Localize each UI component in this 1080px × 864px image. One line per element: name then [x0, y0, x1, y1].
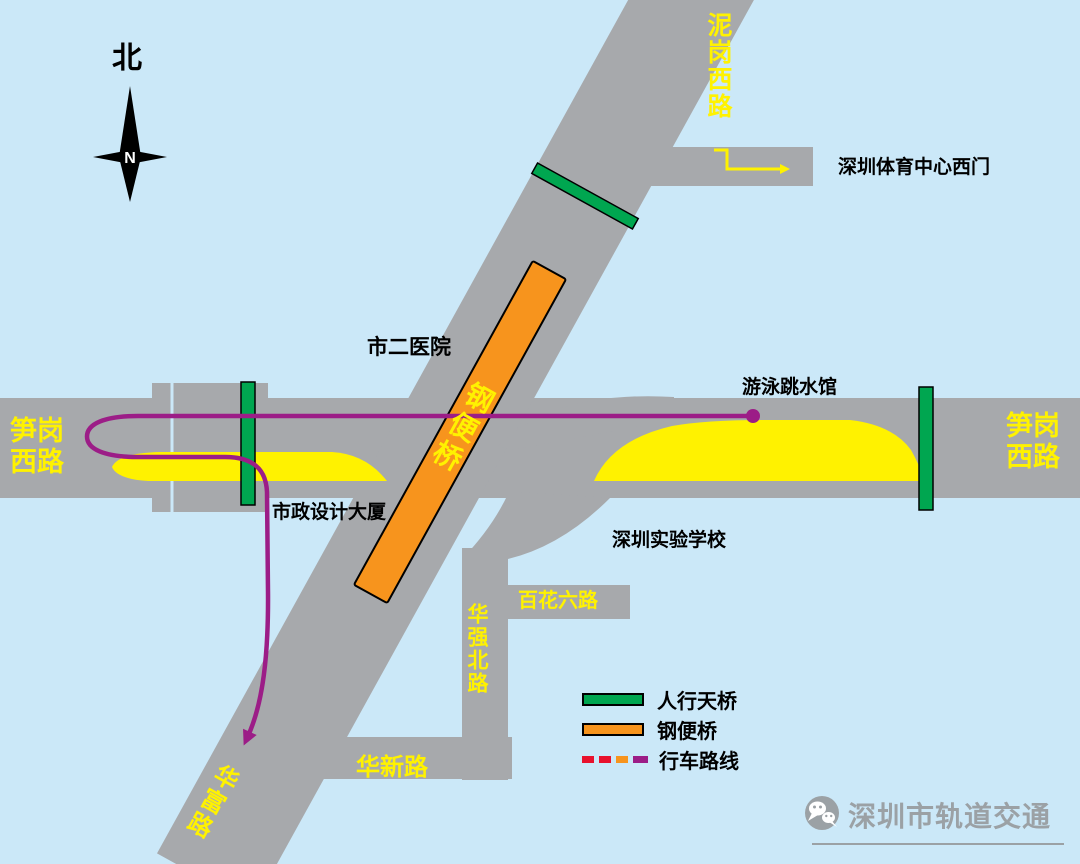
- wechat-icon: [805, 796, 839, 830]
- road-baihua-six: [505, 585, 630, 619]
- road-label-huaxin: 华新路: [356, 754, 428, 781]
- road-label-line: 笋岗: [1006, 411, 1060, 441]
- driving-route-swatch: [582, 756, 648, 763]
- driving-route-line: [84, 413, 753, 746]
- legend-label: 人行天桥: [657, 691, 737, 713]
- legend: 人行天桥 钢便桥 行车路线: [582, 689, 739, 773]
- route-dash: [582, 756, 594, 763]
- road-label-line: 笋岗: [10, 416, 64, 446]
- route-dash: [633, 756, 648, 763]
- compass-north-label: 北: [112, 42, 142, 75]
- road-connector: [462, 492, 610, 559]
- route-dash: [599, 756, 611, 763]
- brand-text: 深圳市轨道交通: [848, 801, 1052, 832]
- steel-bridge: [353, 260, 567, 604]
- legend-label: 行车路线: [659, 751, 739, 773]
- landmark-swimming-diving-hall: 游泳跳水馆: [742, 377, 838, 398]
- landmark-sports-center-west-gate: 深圳体育中心西门: [838, 157, 991, 178]
- landmark-hospital: 市二医院: [367, 336, 451, 359]
- landmark-municipal-design-building: 市政设计大厦: [272, 502, 387, 523]
- legend-item-steel-bridge: 钢便桥: [582, 719, 739, 743]
- legend-item-pedestrian-bridge: 人行天桥: [582, 689, 739, 713]
- route-dash: [616, 756, 628, 763]
- pedestrian-bridge-east: [918, 386, 934, 511]
- compass-icon: N: [93, 86, 167, 202]
- road-label-nigang-west: 泥岗西路: [704, 12, 732, 120]
- road-label-sungang-west-left: 笋岗 西路: [10, 416, 64, 478]
- route-start-dot: [746, 409, 760, 423]
- road-label-baihua-six: 百花六路: [518, 590, 598, 612]
- road-label-line: 西路: [1006, 442, 1060, 473]
- yellow-zone-east: [594, 420, 925, 481]
- road-merge-lane: [498, 396, 674, 450]
- legend-label: 钢便桥: [657, 721, 717, 743]
- pedestrian-bridge-swatch: [582, 693, 644, 706]
- steel-bridge-swatch: [582, 723, 644, 736]
- pedestrian-bridge-west: [240, 381, 256, 506]
- road-huaxin: [318, 737, 512, 779]
- road-label-sungang-west-right: 笋岗 西路: [1006, 411, 1060, 473]
- road-label-line: 西路: [10, 447, 64, 478]
- lane-arrow-marking: [714, 148, 790, 174]
- pedestrian-bridge-north: [530, 161, 640, 231]
- road-sports-center-access: [648, 147, 813, 186]
- landmark-experimental-school: 深圳实验学校: [612, 530, 727, 551]
- compass-letter: N: [124, 150, 136, 167]
- legend-item-driving-route: 行车路线: [582, 749, 739, 773]
- road-label-huaqiang-north: 华强北路: [465, 603, 488, 695]
